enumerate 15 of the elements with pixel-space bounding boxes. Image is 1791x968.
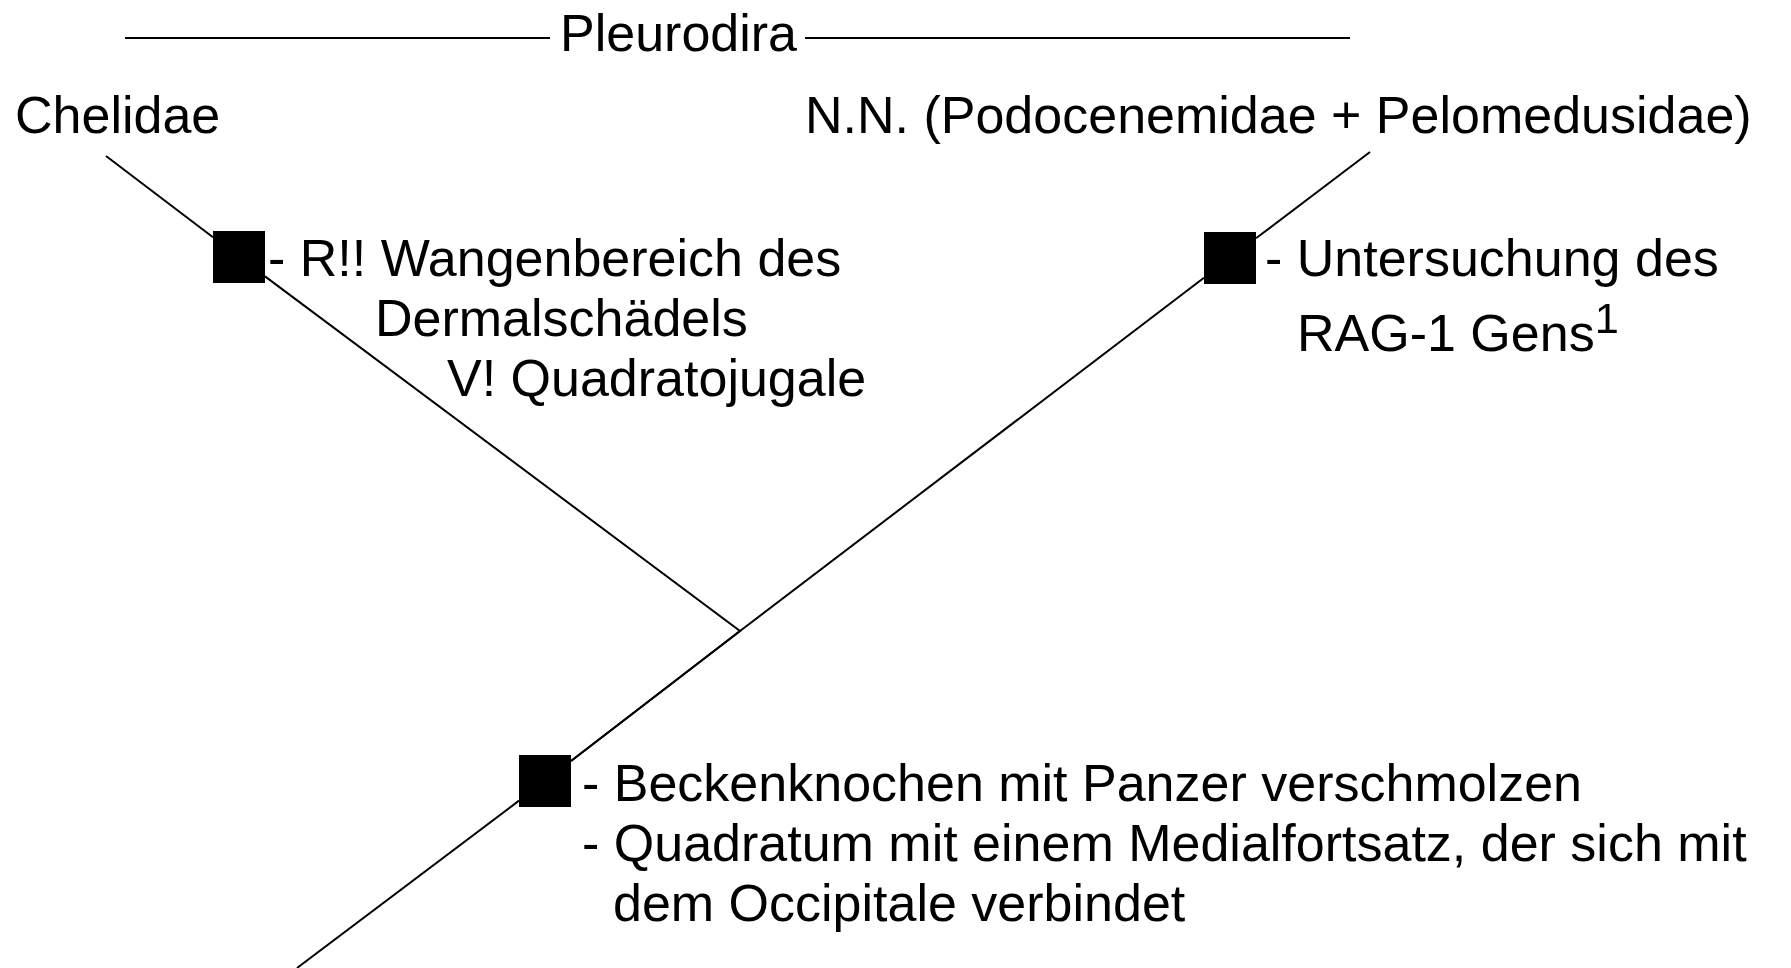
branch-line — [1255, 151, 1371, 240]
character-note: V! Quadratojugale — [447, 348, 867, 408]
taxon-label: N.N. (Podocenemidae + Pelomedusidae) — [805, 85, 1752, 145]
character-note: - Beckenknochen mit Panzer verschmolzen — [582, 753, 1582, 813]
branch-line — [296, 799, 520, 968]
character-note: - Quadratum mit einem Medialfortsatz, der sich mit dem Occipitale verbindet — [582, 813, 1748, 933]
character-square — [519, 755, 571, 807]
character-note: - Untersuchung des RAG-1 Gens$^{1}$ — [1265, 228, 1720, 364]
character-note: - R!! Wangenbereich des Dermalschädels — [268, 228, 843, 348]
character-square — [1204, 232, 1256, 284]
character-square — [213, 231, 265, 283]
branch-line — [570, 276, 1205, 762]
taxon-label: Chelidae — [15, 85, 221, 145]
clade-label: Pleurodira — [560, 3, 798, 63]
branch-line — [105, 155, 214, 239]
